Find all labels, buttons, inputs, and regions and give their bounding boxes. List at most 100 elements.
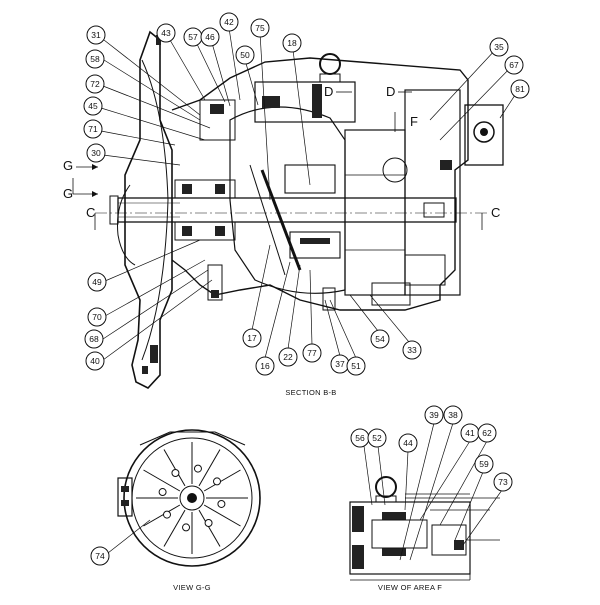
callout-57: 57 — [183, 27, 203, 47]
view-g-rib — [203, 504, 241, 527]
svg-text:51: 51 — [351, 361, 361, 371]
callout-38: 38 — [443, 405, 463, 425]
svg-text:45: 45 — [88, 101, 98, 111]
callouts-main: 31 58 72 45 71 30 43 57 46 42 50 75 18 3… — [83, 12, 530, 376]
svg-text:39: 39 — [429, 410, 439, 420]
svg-text:75: 75 — [255, 23, 265, 33]
callout-41: 41 — [460, 423, 480, 443]
section-c-left: C — [86, 205, 95, 220]
callout-67: 67 — [504, 55, 524, 75]
main-section-drawing: C C G G — [63, 27, 520, 389]
svg-text:41: 41 — [465, 428, 475, 438]
callouts-view-f: 56 52 44 39 38 41 62 59 73 — [350, 405, 513, 492]
svg-text:74: 74 — [95, 551, 105, 561]
svg-text:73: 73 — [498, 477, 508, 487]
callout-30: 30 — [86, 143, 106, 163]
view-g-drawing — [107, 429, 261, 567]
svg-text:77: 77 — [307, 348, 317, 358]
view-g-rib — [203, 469, 241, 492]
callout-37: 37 — [330, 354, 350, 374]
view-g-rib — [198, 509, 221, 547]
callout-39: 39 — [424, 405, 444, 425]
callout-35: 35 — [489, 37, 509, 57]
svg-text:68: 68 — [89, 334, 99, 344]
view-g-rib — [198, 449, 221, 487]
callout-22: 22 — [278, 347, 298, 367]
view-g-bolt-hole — [171, 468, 180, 477]
svg-text:22: 22 — [283, 352, 293, 362]
callout-50: 50 — [235, 45, 255, 65]
callout-62: 62 — [477, 423, 497, 443]
svg-text:54: 54 — [375, 334, 385, 344]
svg-text:38: 38 — [448, 410, 458, 420]
callout-52a: 52 — [367, 428, 387, 448]
callout-18: 18 — [282, 33, 302, 53]
svg-text:43: 43 — [161, 28, 171, 38]
svg-text:71: 71 — [88, 124, 98, 134]
svg-text:42: 42 — [224, 17, 234, 27]
caption-view-g-g: VIEW G-G — [173, 583, 211, 592]
callout-51: 51 — [346, 356, 366, 376]
view-g-rib — [163, 509, 186, 547]
callout-71: 71 — [83, 119, 103, 139]
svg-text:58: 58 — [90, 54, 100, 64]
svg-text:16: 16 — [260, 361, 270, 371]
view-g-bolt-hole — [158, 488, 167, 497]
svg-text:35: 35 — [494, 42, 504, 52]
main-leaders — [100, 27, 520, 361]
svg-text:40: 40 — [90, 356, 100, 366]
callout-49: 49 — [87, 272, 107, 292]
callout-59: 59 — [474, 454, 494, 474]
callout-31: 31 — [86, 25, 106, 45]
callout-77: 77 — [302, 343, 322, 363]
callout-44: 44 — [398, 433, 418, 453]
view-g-bolt-hole — [162, 510, 171, 519]
callout-72: 72 — [85, 74, 105, 94]
svg-text:59: 59 — [479, 459, 489, 469]
callout-45: 45 — [83, 96, 103, 116]
svg-text:31: 31 — [91, 30, 101, 40]
svg-text:18: 18 — [287, 38, 297, 48]
svg-text:81: 81 — [515, 84, 525, 94]
callout-70: 70 — [87, 307, 107, 327]
view-g-bolt-hole — [213, 477, 222, 486]
view-g-bolt-hole — [217, 499, 226, 508]
view-f-drawing — [349, 422, 503, 581]
section-f: F — [410, 114, 418, 129]
caption-section-b-b: SECTION B-B — [285, 388, 336, 397]
callout-54: 54 — [370, 329, 390, 349]
section-c-right: C — [491, 205, 500, 220]
section-g-top: G — [63, 158, 73, 173]
view-g-holes — [158, 464, 226, 532]
view-g-rib — [143, 469, 181, 492]
svg-text:44: 44 — [403, 438, 413, 448]
svg-text:72: 72 — [90, 79, 100, 89]
section-d-left: D — [324, 84, 333, 99]
svg-text:62: 62 — [482, 428, 492, 438]
view-g-rib — [143, 504, 181, 527]
callout-42: 42 — [219, 12, 239, 32]
section-g-bottom: G — [63, 186, 73, 201]
svg-text:52: 52 — [372, 433, 382, 443]
svg-text:70: 70 — [92, 312, 102, 322]
view-g-bolt-hole — [182, 523, 191, 532]
callout-56: 56 — [350, 428, 370, 448]
callout-46: 46 — [200, 27, 220, 47]
callout-17: 17 — [242, 328, 262, 348]
view-g-bolt-hole — [204, 519, 213, 528]
svg-text:56: 56 — [355, 433, 365, 443]
callout-16: 16 — [255, 356, 275, 376]
section-d-right: D — [386, 84, 395, 99]
svg-text:49: 49 — [92, 277, 102, 287]
callout-68: 68 — [84, 329, 104, 349]
callout-33: 33 — [402, 340, 422, 360]
callout-43: 43 — [156, 23, 176, 43]
svg-text:30: 30 — [91, 148, 101, 158]
svg-text:17: 17 — [247, 333, 257, 343]
svg-text:46: 46 — [205, 32, 215, 42]
callout-73: 73 — [493, 472, 513, 492]
svg-text:57: 57 — [188, 32, 198, 42]
callouts-view-g: 74 — [90, 546, 110, 566]
